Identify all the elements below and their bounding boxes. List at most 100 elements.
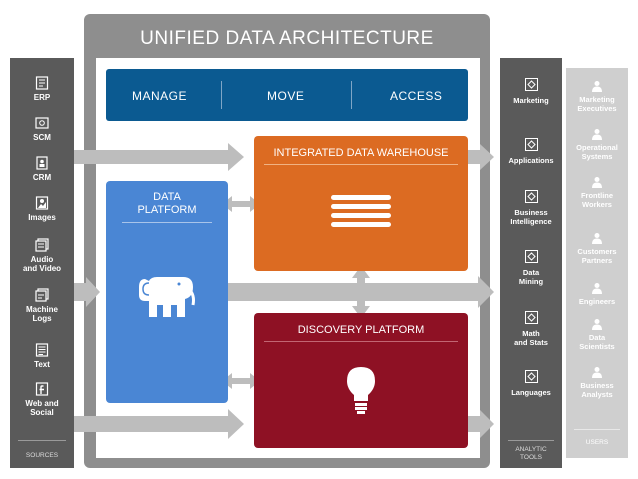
source-erp-label: ERP [33,93,51,102]
arrow-sources-to-discovery [74,409,244,439]
warehouse-divider [264,164,458,165]
tool-diamond-icon [524,311,538,324]
user-engineers-label: Engineers [578,297,616,306]
arrow-warehouse-to-tools [468,144,494,170]
user-data-scientists: Data Scientists [566,318,628,351]
tool-math-stats: Math and Stats [500,311,562,347]
tools-footer: ANALYTIC TOOLS [500,446,562,462]
sources-column: ERP SCM CRM Images Audio and Video Machi… [10,58,74,468]
diagram-title: UNIFIED DATA ARCHITECTURE [140,28,434,49]
tool-data-mining-label-1: Data [522,268,540,277]
data-platform-title-2: PLATFORM [137,204,197,216]
tool-marketing: Marketing [500,78,562,105]
person-icon [592,367,602,378]
images-icon [35,196,49,210]
person-icon [592,81,602,92]
tool-diamond-icon [524,78,538,91]
arrow-dp-warehouse-bidirectional [222,196,260,212]
users-column: Marketing Executives Operational Systems… [566,68,628,458]
person-icon [592,129,602,140]
user-marketing-executives-label-1: Marketing [579,95,615,104]
tool-business-intelligence: Business Intelligence [500,190,562,226]
top-bar-separator-1 [221,81,222,109]
user-frontline-workers: Frontline Workers [566,176,628,209]
tool-applications-label: Applications [508,156,554,165]
top-bar-separator-2 [351,81,352,109]
source-text-label: Text [34,360,50,369]
discovery-box: DISCOVERY PLATFORM [254,313,468,448]
source-machine-logs: Machine Logs [10,288,74,323]
user-frontline-workers-label-1: Frontline [580,191,614,200]
tool-applications: Applications [500,138,562,165]
data-platform-divider [122,222,212,223]
source-scm-label: SCM [33,133,51,142]
source-audio-video: Audio and Video [10,238,74,273]
warehouse-box: INTEGRATED DATA WAREHOUSE [254,136,468,271]
person-icon [592,233,602,244]
tools-footer-2: TOOLS [520,454,542,461]
source-text: Text [10,343,74,369]
tool-marketing-label: Marketing [513,96,549,105]
source-machine-logs-label-2: Logs [32,314,52,323]
source-erp: ERP [10,76,74,102]
user-business-analysts-label-2: Analysts [581,390,613,399]
arrow-warehouse-discovery-bidirectional [352,266,370,318]
arrow-sources-to-data-platform [74,277,100,307]
user-customers-partners: Customers Partners [566,232,628,265]
tools-divider [508,440,554,441]
user-business-analysts-label-1: Business [580,381,614,390]
user-frontline-workers-label-2: Workers [582,200,612,209]
data-platform-title: DATA PLATFORM [106,191,228,217]
arrow-discovery-to-tools [468,410,494,438]
source-images-label: Images [28,213,56,222]
lightbulb-icon [347,367,375,414]
arrow-sources-to-warehouse [74,143,244,171]
tool-math-stats-label-1: Math [522,329,540,338]
database-stack-icon [331,195,391,227]
tool-data-mining: Data Mining [500,250,562,286]
elephant-icon [139,277,195,317]
top-bar-manage: MANAGE [132,89,188,103]
user-customers-partners-label-1: Customers [577,247,617,256]
data-platform-title-1: DATA [153,191,181,203]
analytic-tools-column: Marketing Applications Business Intellig… [500,58,562,468]
source-crm: CRM [10,156,74,182]
user-data-scientists-label-1: Data [588,333,606,342]
users-divider [574,429,620,430]
person-icon [592,177,602,188]
user-marketing-executives-label-2: Executives [577,104,617,113]
data-platform-box: DATA PLATFORM [106,181,228,403]
arrow-dp-discovery-bidirectional [222,373,260,389]
tool-bi-label-2: Intelligence [510,217,552,226]
source-crm-label: CRM [32,173,52,182]
warehouse-title: INTEGRATED DATA WAREHOUSE [273,147,449,159]
top-bar-access: ACCESS [390,89,443,103]
tool-diamond-icon [524,138,538,151]
crm-icon [36,156,48,170]
source-web-social: Web and Social [10,382,74,417]
web-social-icon [35,382,49,396]
tool-languages-label: Languages [511,388,551,397]
person-icon [592,319,602,330]
user-customers-partners-label-2: Partners [581,256,613,265]
person-icon [592,283,602,294]
user-business-analysts: Business Analysts [566,366,628,399]
tool-diamond-icon [524,190,538,203]
tool-data-mining-label-2: Mining [518,277,544,286]
top-bar-move: MOVE [267,89,305,103]
tool-bi-label-1: Business [514,208,548,217]
user-marketing-executives: Marketing Executives [566,80,628,113]
audio-video-icon [35,238,49,252]
user-operational-systems-label-2: Systems [581,152,613,161]
source-images: Images [10,196,74,222]
tools-footer-1: ANALYTIC [515,446,547,453]
source-web-social-label-2: Social [30,408,54,417]
user-data-scientists-label-2: Scientists [579,342,615,351]
source-scm: SCM [10,116,74,142]
discovery-title: DISCOVERY PLATFORM [297,324,425,336]
sources-footer: SOURCES [25,452,59,459]
user-operational-systems: Operational Systems [566,128,628,161]
tool-diamond-icon [524,250,538,263]
users-footer: USERS [585,439,609,446]
